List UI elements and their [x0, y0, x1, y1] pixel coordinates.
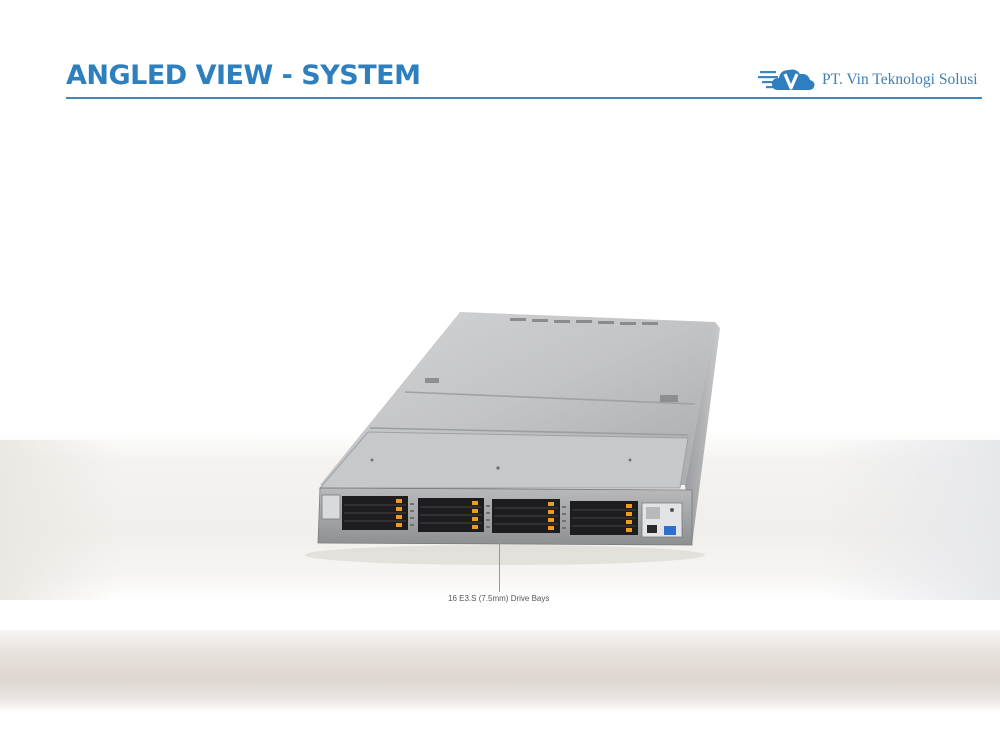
drive-bay-callout: 16 E3.S (7.5mm) Drive Bays — [448, 594, 550, 603]
header-divider — [66, 97, 982, 99]
server-1u-icon — [305, 312, 720, 565]
callout-leader-line — [499, 540, 500, 592]
cloud-logo-icon — [758, 69, 815, 90]
company-name: PT. Vin Teknologi Solusi — [822, 71, 978, 88]
page-title: ANGLED VIEW - SYSTEM — [66, 60, 421, 91]
background-band-right — [820, 440, 1000, 600]
background-shelf — [0, 630, 1000, 712]
company-logo: PT. Vin Teknologi Solusi — [758, 62, 988, 96]
background-band-left — [0, 440, 120, 600]
